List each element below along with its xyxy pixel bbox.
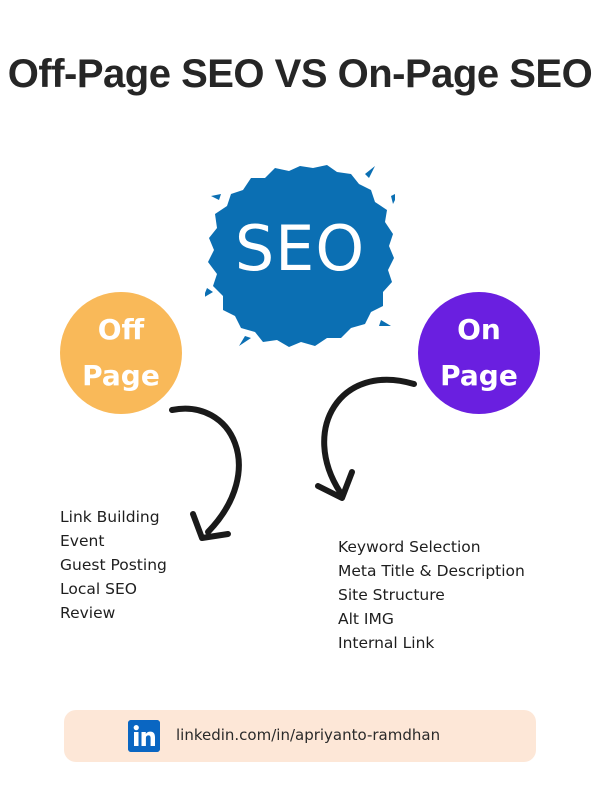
on-page-circle: On Page xyxy=(418,292,540,414)
off-page-label-line1: Off xyxy=(97,313,145,346)
list-item: Review xyxy=(60,604,116,622)
on-page-label-line1: On xyxy=(457,313,501,346)
on-page-list: Keyword Selection Meta Title & Descripti… xyxy=(338,535,525,655)
list-item: Event xyxy=(60,532,105,550)
seo-brush-circle xyxy=(205,165,395,347)
linkedin-icon[interactable] xyxy=(128,720,160,752)
footer-bar: linkedin.com/in/apriyanto-ramdhan xyxy=(64,710,536,762)
list-item: Keyword Selection xyxy=(338,538,481,556)
off-page-arrow xyxy=(169,405,242,535)
seo-label: SEO xyxy=(234,212,366,285)
page-title: Off-Page SEO VS On-Page SEO xyxy=(7,52,593,96)
list-item: Local SEO xyxy=(60,580,137,598)
off-page-label-line2: Page xyxy=(82,359,160,392)
list-item: Alt IMG xyxy=(338,610,394,628)
off-page-circle: Off Page xyxy=(60,292,182,414)
on-page-label-line2: Page xyxy=(440,359,518,392)
off-page-arrow-head xyxy=(190,511,231,541)
linkedin-url[interactable]: linkedin.com/in/apriyanto-ramdhan xyxy=(176,726,441,744)
list-item: Site Structure xyxy=(338,586,445,604)
list-item: Link Building xyxy=(60,508,160,526)
list-item: Meta Title & Description xyxy=(338,562,525,580)
on-page-arrow xyxy=(321,376,417,495)
on-page-arrow-head xyxy=(315,469,355,501)
off-page-list: Link Building Event Guest Posting Local … xyxy=(60,505,167,625)
list-item: Internal Link xyxy=(338,634,435,652)
list-item: Guest Posting xyxy=(60,556,167,574)
